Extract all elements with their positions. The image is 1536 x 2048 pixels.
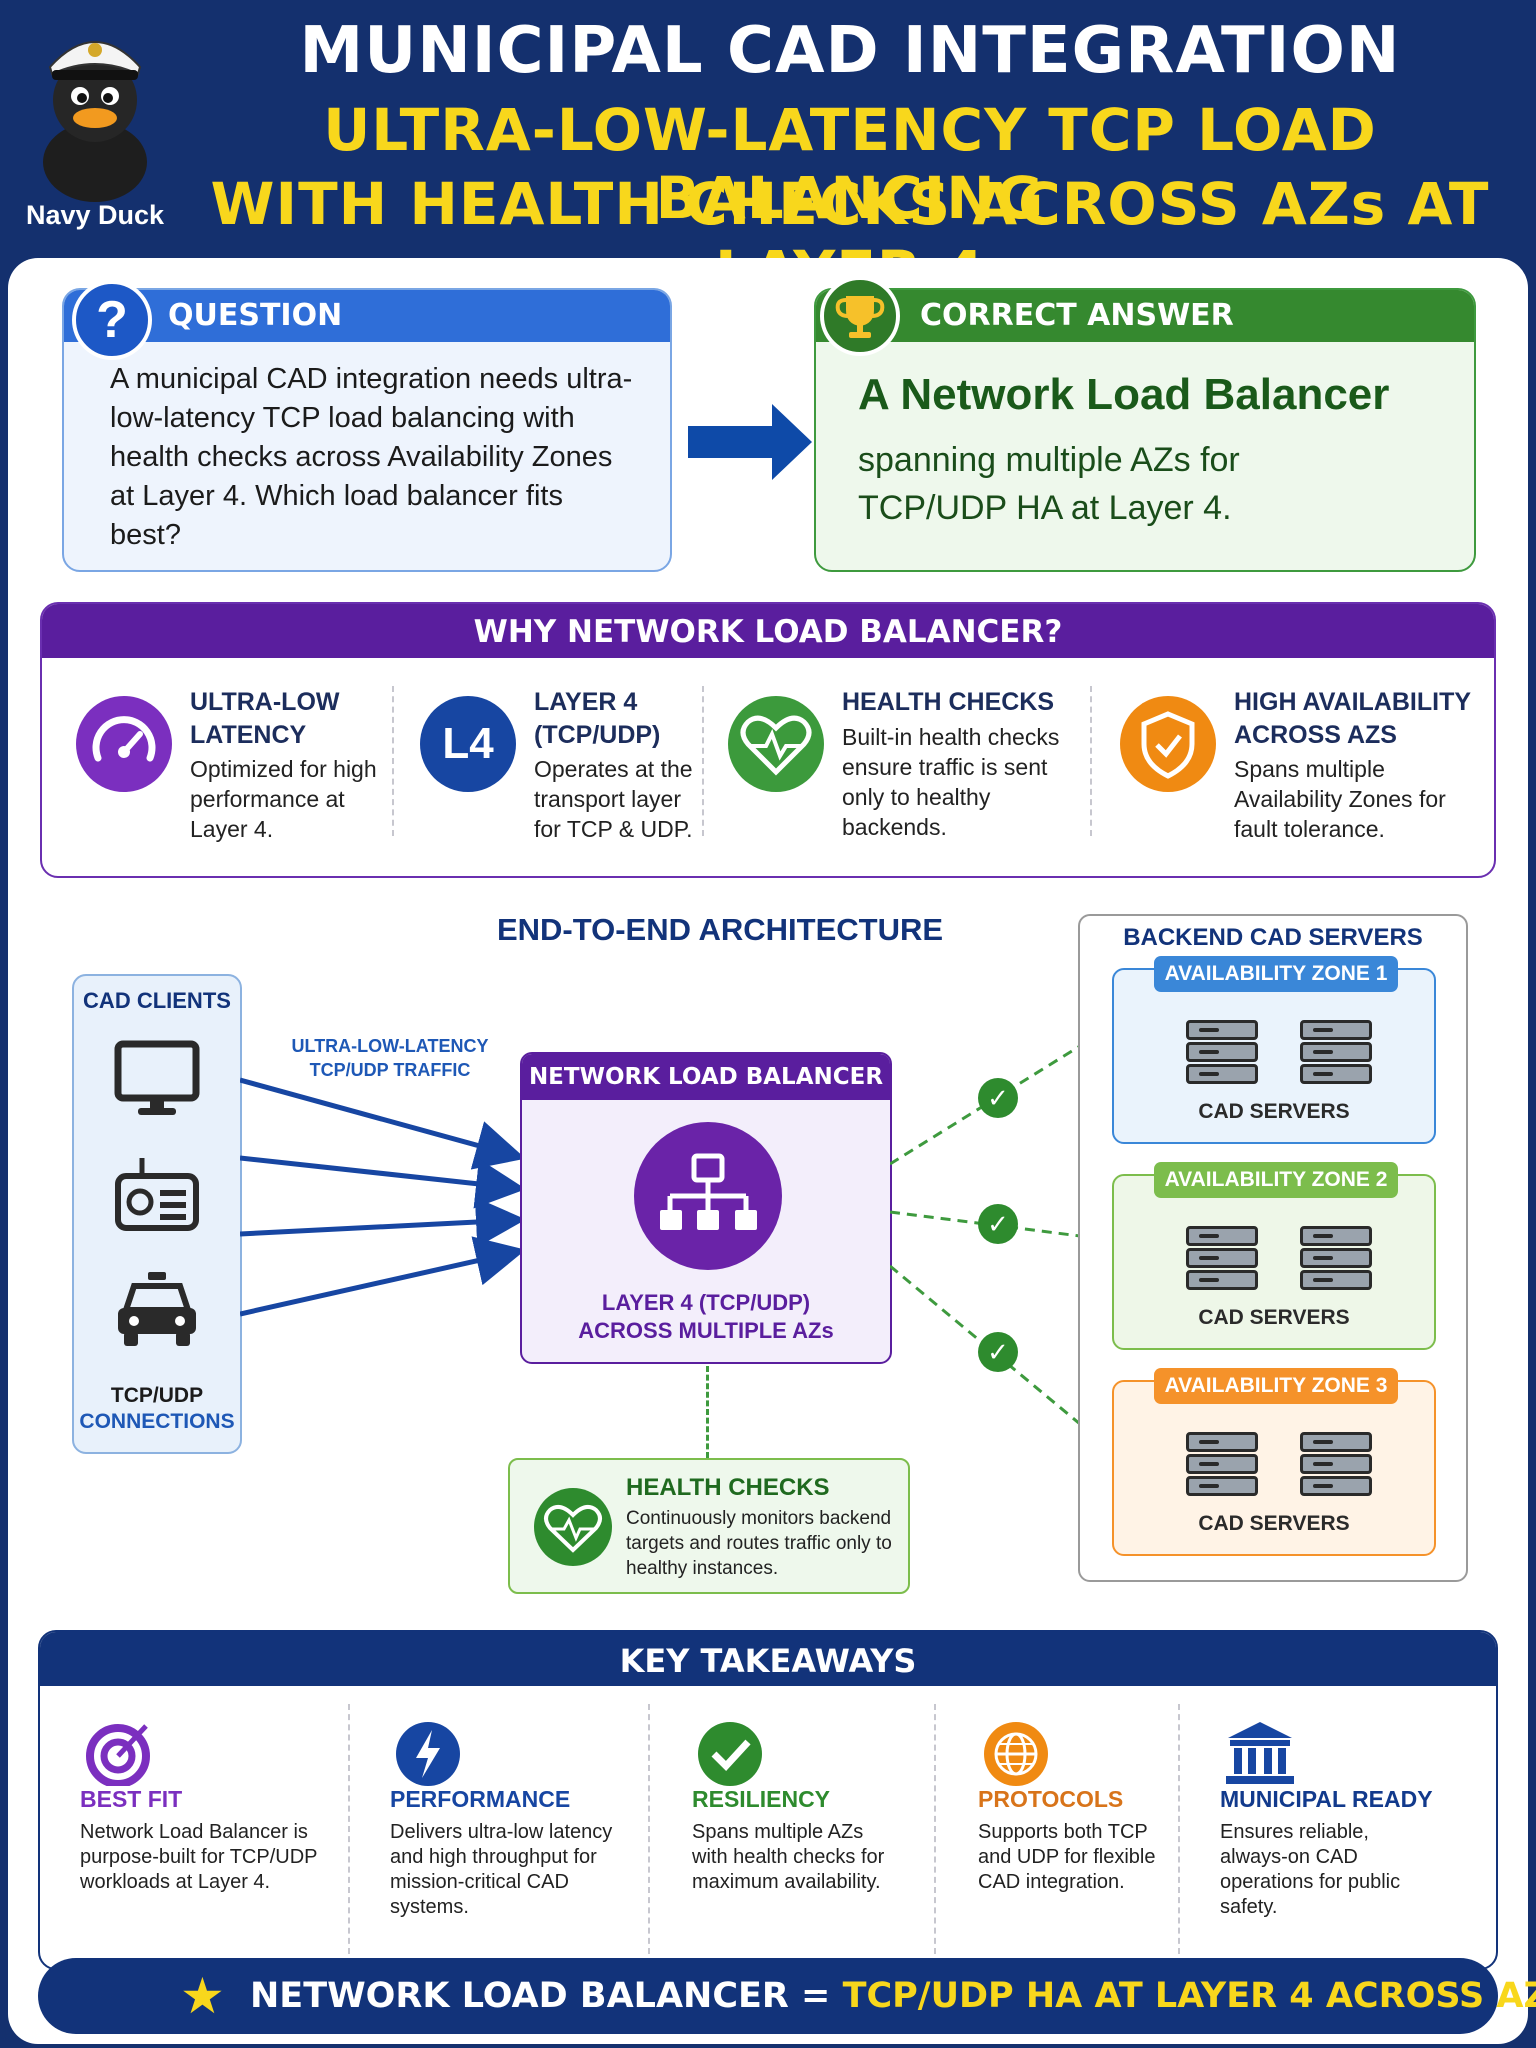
- takeaways-section: KEY TAKEAWAYS: [38, 1630, 1498, 1970]
- answer-heading: CORRECT ANSWER: [920, 298, 1234, 333]
- health-checks-title: HEALTH CHECKS: [626, 1474, 830, 1501]
- cad-clients-box: [72, 974, 242, 1454]
- answer-title: A Network Load Balancer: [858, 370, 1390, 419]
- traffic-label-line2: TCP/UDP TRAFFIC: [309, 1060, 471, 1080]
- nlb-heading: NETWORK LOAD BALANCER: [528, 1064, 884, 1090]
- nlb-box: NETWORK LOAD BALANCER LAYER 4 (TCP/UDP) …: [520, 1052, 892, 1364]
- clients-footer-line1: TCP/UDP: [110, 1384, 204, 1407]
- backend-heading: BACKEND CAD SERVERS: [1123, 924, 1423, 951]
- availability-zone-2: AVAILABILITY ZONE 2 CAD SERVERS: [1112, 1162, 1436, 1350]
- server-rack-icon: [1186, 1020, 1258, 1086]
- network-hierarchy-icon: [634, 1122, 782, 1270]
- server-rack-icon: [1186, 1226, 1258, 1292]
- footer-text: NETWORK LOAD BALANCER = TCP/UDP HA AT LA…: [250, 1976, 1536, 2016]
- question-icon: ?: [72, 280, 152, 360]
- page-subtitle-line1: ULTRA-LOW-LATENCY TCP LOAD BALANCING: [323, 96, 1377, 232]
- footer-banner: [38, 1958, 1498, 2034]
- server-rack-icon: [1300, 1020, 1372, 1086]
- server-rack-icon: [1186, 1432, 1258, 1498]
- traffic-label-line1: ULTRA-LOW-LATENCY: [291, 1036, 489, 1056]
- question-text: A municipal CAD integration needs ultra-…: [110, 363, 633, 551]
- star-icon: ★: [180, 1968, 225, 2024]
- health-checks-text: Continuously monitors backend targets an…: [626, 1508, 892, 1579]
- mascot-label: Navy Duck: [25, 200, 165, 230]
- navy-duck-mascot: Navy Duck: [20, 12, 170, 230]
- availability-zone-3: AVAILABILITY ZONE 3 CAD SERVERS: [1112, 1368, 1436, 1556]
- layer4-icon: L4: [420, 696, 516, 792]
- radio-icon: [115, 1158, 199, 1231]
- answer-text: spanning multiple AZs for TCP/UDP HA at …: [858, 441, 1240, 527]
- traffic-arrows: [240, 1077, 526, 1317]
- desktop-icon: [114, 1040, 200, 1115]
- question-card: QUESTION A municipal CAD integration nee…: [62, 288, 672, 572]
- nlb-caption-line1: LAYER 4 (TCP/UDP): [601, 1290, 811, 1315]
- answer-card: CORRECT ANSWER A Network Load Balancer s…: [814, 288, 1476, 572]
- trophy-icon: [820, 276, 900, 356]
- heartbeat-icon: [534, 1488, 612, 1566]
- duck-icon: [43, 41, 147, 202]
- server-rack-icon: [1300, 1226, 1372, 1292]
- check-badge-1: ✓: [978, 1078, 1018, 1118]
- page-title: MUNICIPAL CAD INTEGRATION: [299, 14, 1401, 88]
- clients-footer-line2: CONNECTIONS: [79, 1410, 235, 1433]
- shield-icon: [1120, 696, 1216, 792]
- availability-zone-1: AVAILABILITY ZONE 1 CAD SERVERS: [1112, 956, 1436, 1144]
- check-badge-2: ✓: [978, 1204, 1018, 1244]
- checkmark-icon: [698, 1722, 762, 1786]
- server-rack-icon: [1300, 1432, 1372, 1498]
- heartbeat-icon: [728, 696, 824, 792]
- footer-text-part2: TCP/UDP HA AT LAYER 4 ACROSS AZs: [842, 1976, 1536, 2016]
- government-building-icon: [1226, 1722, 1294, 1784]
- globe-icon: [984, 1722, 1048, 1786]
- cad-clients-heading: CAD CLIENTS: [83, 988, 231, 1013]
- takeaways-heading: KEY TAKEAWAYS: [619, 1642, 917, 1680]
- nlb-caption-line2: ACROSS MULTIPLE AZs: [578, 1318, 834, 1343]
- speedometer-icon: [76, 696, 172, 792]
- architecture-heading: END-TO-END ARCHITECTURE: [496, 912, 944, 947]
- lightning-icon: [396, 1722, 460, 1786]
- why-heading: WHY NETWORK LOAD BALANCER?: [473, 614, 1063, 650]
- question-heading: QUESTION: [168, 298, 343, 333]
- check-badge-3: ✓: [978, 1332, 1018, 1372]
- police-car-icon: [118, 1272, 196, 1346]
- health-checks-box: HEALTH CHECKS Continuously monitors back…: [508, 1458, 910, 1594]
- target-icon: [86, 1724, 150, 1786]
- right-arrow-icon: [688, 404, 812, 480]
- footer-text-part1: NETWORK LOAD BALANCER =: [250, 1976, 843, 2016]
